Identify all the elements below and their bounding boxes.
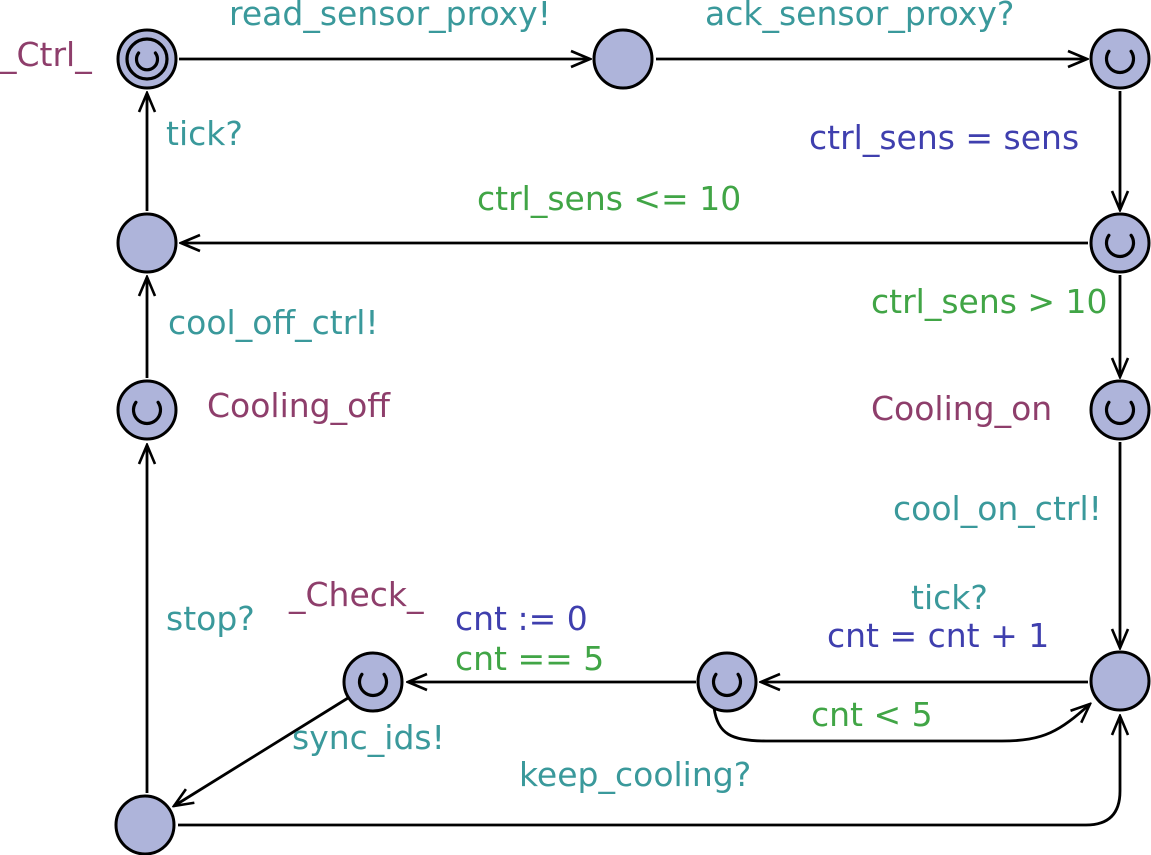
edge-keep-cooling — [178, 716, 1120, 827]
location-ctrl-initial — [116, 28, 178, 90]
label-stop: stop? — [166, 599, 255, 638]
location-pre-tick — [116, 212, 178, 274]
urgent-location-icon — [1104, 400, 1136, 426]
label-keep-cooling: keep_cooling? — [519, 755, 752, 794]
label-tick-bottom: tick? — [911, 578, 988, 617]
label-cnt-inc: cnt = cnt + 1 — [827, 616, 1050, 655]
initial-location-ring-icon — [125, 37, 169, 81]
location-cooling-off — [116, 379, 178, 441]
location-circle — [1089, 379, 1151, 441]
location-circle — [696, 651, 758, 713]
location-after-ack — [1089, 28, 1151, 90]
location-circle — [116, 212, 178, 274]
label-cool-on-ctrl: cool_on_ctrl! — [893, 489, 1102, 528]
edges-layer — [147, 59, 1120, 827]
location-counting — [1089, 650, 1151, 712]
location-circle — [1089, 212, 1151, 274]
label-cnt-eq: cnt == 5 — [455, 639, 605, 678]
locations-layer — [114, 28, 1151, 855]
location-stopped — [114, 794, 176, 855]
location-cooling-on — [1089, 379, 1151, 441]
location-circle — [342, 651, 404, 713]
label-sync-ids: sync_ids! — [292, 718, 445, 757]
label-check-name: _Check_ — [289, 575, 424, 614]
urgent-location-icon — [1104, 233, 1136, 259]
label-cool-off-ctrl: cool_off_ctrl! — [168, 303, 379, 342]
location-circle — [592, 28, 654, 90]
location-count-branch — [696, 651, 758, 713]
label-cooling-on-name: Cooling_on — [871, 389, 1053, 428]
label-cnt-lt: cnt < 5 — [811, 695, 933, 734]
location-check — [342, 651, 404, 713]
label-ack-sensor-proxy: ack_sensor_proxy? — [705, 0, 1015, 33]
location-sens-updated — [1089, 212, 1151, 274]
location-circle — [114, 794, 176, 855]
label-ctrl-sens-gt: ctrl_sens > 10 — [871, 282, 1108, 321]
location-circle — [1089, 650, 1151, 712]
urgent-location-icon — [1104, 49, 1136, 75]
urgent-location-icon — [357, 672, 389, 698]
urgent-location-icon — [134, 51, 160, 72]
location-circle — [116, 379, 178, 441]
label-cnt-reset: cnt := 0 — [455, 599, 588, 638]
label-read-sensor-proxy: read_sensor_proxy! — [229, 0, 551, 33]
urgent-location-icon — [131, 400, 163, 426]
edge-sync-ids — [174, 696, 349, 806]
label-ctrl-sens-le: ctrl_sens <= 10 — [477, 179, 742, 218]
edge-cnt-lt5 — [712, 704, 1090, 743]
label-cooling-off-name: Cooling_off — [207, 386, 391, 425]
label-tick-top: tick? — [166, 114, 243, 153]
location-circle — [1089, 28, 1151, 90]
label-ctrl-name: _Ctrl_ — [0, 35, 92, 74]
urgent-location-icon — [711, 672, 743, 698]
location-after-read — [592, 28, 654, 90]
label-ctrl-sens-assign: ctrl_sens = sens — [809, 118, 1080, 157]
